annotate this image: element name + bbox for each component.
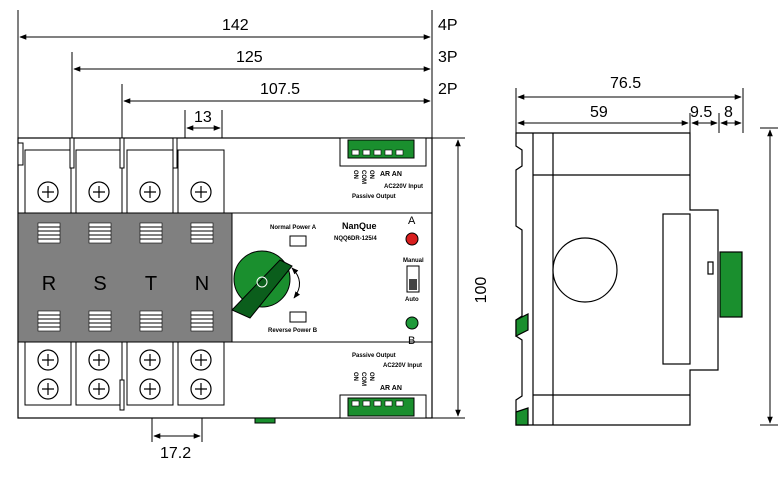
control-panel: Normal Power A NanQue NQQ6DR-125/4 A Rev… xyxy=(231,215,424,347)
normal-power-window xyxy=(289,235,307,247)
pole-label-3p: 3P xyxy=(438,49,458,66)
rotary-handle[interactable] xyxy=(231,250,293,319)
front-dimension-labels: 142 4P 125 3P 107.5 2P 13 17.2 100 xyxy=(160,17,490,462)
manual-auto-slider xyxy=(409,279,417,290)
top-com-label: COM xyxy=(360,170,366,184)
pole-pin xyxy=(119,137,125,169)
indicator-a-label: A xyxy=(408,215,416,227)
dim-label-107: 107.5 xyxy=(260,81,300,98)
phase-labels: R S T N xyxy=(42,273,209,295)
model-label: NQQ6DR-125/4 xyxy=(334,236,377,242)
normal-power-label: Normal Power A xyxy=(270,225,317,231)
front-view: R S T N Normal Power A NanQue NQQ6DR-125… xyxy=(17,137,433,424)
dim-label-172: 17.2 xyxy=(160,445,191,462)
bottom-com-label: COM xyxy=(360,372,366,386)
bottom-ac-input-label: AC220V Input xyxy=(383,363,422,369)
dim-label-59: 59 xyxy=(590,104,608,121)
top-ac-input-label: AC220V Input xyxy=(384,184,423,190)
pole-label-2p: 2P xyxy=(438,81,458,98)
side-round-window xyxy=(552,237,618,303)
bottom-passive-output-label: Passive Output xyxy=(352,353,396,359)
bottom-ar-an-label: AR AN xyxy=(380,385,402,392)
dim-label-8: 8 xyxy=(724,104,733,121)
auto-label: Auto xyxy=(405,297,419,303)
dim-label-142: 142 xyxy=(222,17,249,34)
side-dimension-labels: 76.5 59 9.5 8 xyxy=(590,75,733,121)
phase-label-s: S xyxy=(93,273,106,295)
top-on2-label: ON xyxy=(368,170,374,179)
handle-center-icon xyxy=(256,276,268,288)
side-handle-green xyxy=(719,251,743,318)
pole-pin xyxy=(172,137,178,169)
dim-label-13: 13 xyxy=(194,109,212,126)
pole-pin xyxy=(119,379,125,411)
indicator-b-led-icon xyxy=(405,316,419,330)
bottom-screws xyxy=(37,349,212,400)
dim-label-100: 100 xyxy=(473,277,490,304)
handle-lever-icon xyxy=(231,259,293,319)
indicator-a-led-icon xyxy=(405,232,419,246)
pole-pin xyxy=(69,137,75,169)
pole-label-4p: 4P xyxy=(438,17,458,34)
dim-label-765: 76.5 xyxy=(610,75,641,92)
top-terminal: ON COM ON AR AN Passive Output AC220V In… xyxy=(339,137,427,200)
brand-label: NanQue xyxy=(342,221,377,231)
pole-pins xyxy=(69,137,178,411)
vent-slots xyxy=(37,222,214,332)
side-clip-bottom xyxy=(515,407,529,426)
dim-label-125: 125 xyxy=(236,49,263,66)
dim-label-95: 9.5 xyxy=(690,104,712,121)
phase-label-r: R xyxy=(42,273,56,295)
side-latch xyxy=(707,261,714,275)
phase-label-t: T xyxy=(145,273,157,295)
top-ar-an-label: AR AN xyxy=(380,171,402,178)
side-step-inner xyxy=(662,213,691,365)
rotation-arrow-icon xyxy=(291,267,301,299)
side-dimensions xyxy=(515,88,778,426)
bottom-on2-label: ON xyxy=(368,372,374,381)
reverse-power-window xyxy=(289,311,307,323)
side-clip-top xyxy=(515,313,529,337)
indicator-b-label: B xyxy=(408,335,415,347)
side-view xyxy=(515,132,743,426)
top-passive-output-label: Passive Output xyxy=(352,194,396,200)
manual-label: Manual xyxy=(403,258,424,264)
reverse-power-label: Reverse Power B xyxy=(268,328,318,334)
bottom-terminal: Passive Output AC220V Input ON COM ON AR… xyxy=(339,353,427,419)
top-on-label: ON xyxy=(352,170,358,179)
top-terminal-block xyxy=(347,139,415,159)
left-notch-top xyxy=(17,142,24,166)
bottom-on-label: ON xyxy=(352,372,358,381)
phase-label-n: N xyxy=(195,273,209,295)
rail-clip xyxy=(254,417,276,424)
top-screws xyxy=(37,181,212,203)
